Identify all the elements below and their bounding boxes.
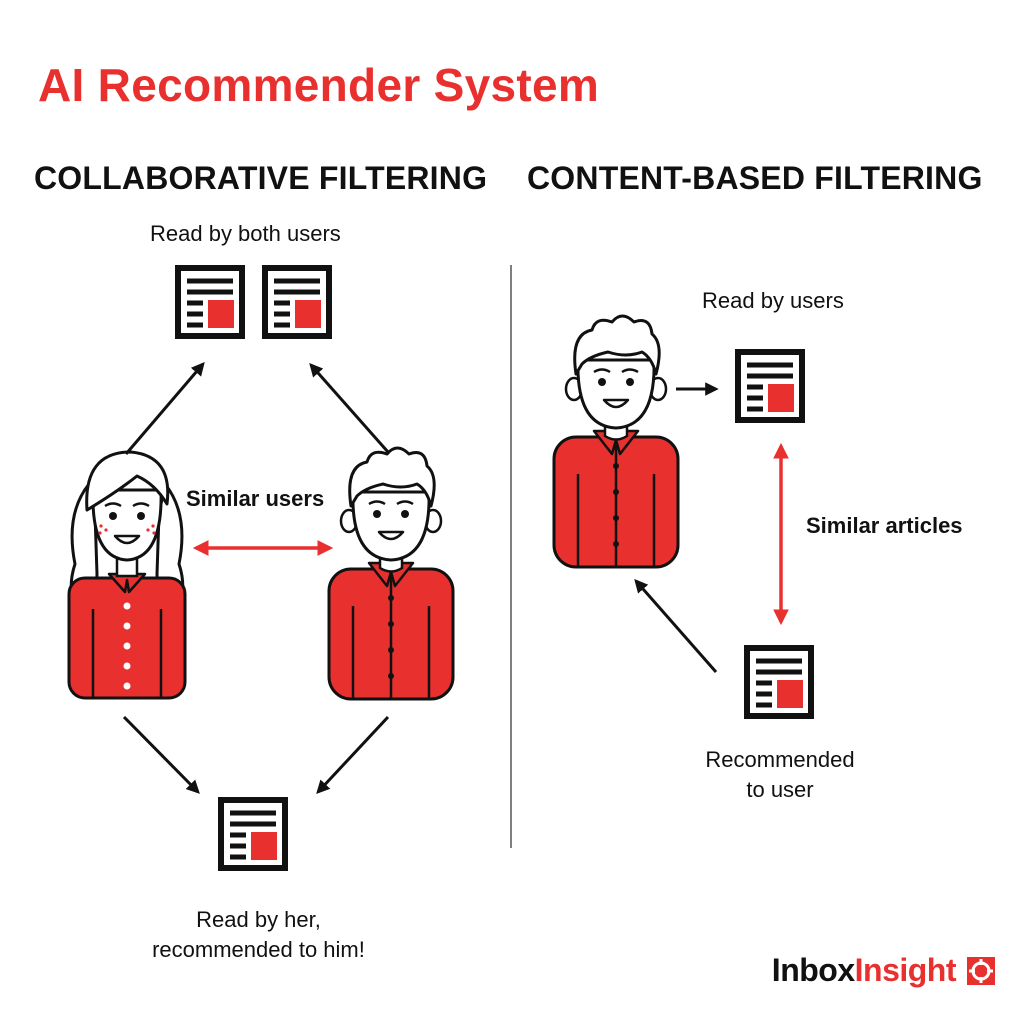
article-icon-read	[738, 352, 802, 420]
arrow-article-to-man	[316, 715, 390, 794]
article-icon-shared-2	[265, 268, 329, 336]
logo-wordmark: InboxInsight	[771, 952, 957, 988]
arrow-woman-to-shared	[124, 361, 205, 455]
similar-users-label: Similar users	[186, 486, 325, 511]
read-by-her-label: Read by her, recommended to him!	[152, 907, 365, 962]
read-by-users-label: Read by users	[702, 288, 844, 313]
inbox-insight-logo: InboxInsight	[772, 952, 996, 989]
article-icon-recommended	[747, 648, 811, 716]
man-user-icon	[327, 446, 455, 701]
arrow-article-to-user	[634, 578, 718, 673]
logo-mark-icon	[967, 956, 995, 985]
article-icon-recommended-him	[221, 800, 285, 868]
arrow-man-to-shared	[309, 362, 390, 453]
collaborative-filtering-heading: COLLABORATIVE FILTERING	[34, 160, 488, 196]
content-based-filtering-heading: CONTENT-BASED FILTERING	[527, 160, 983, 196]
recommended-to-user-label: Recommended to user	[705, 747, 855, 802]
article-icon-shared-1	[178, 268, 242, 336]
read-by-both-label: Read by both users	[150, 221, 341, 246]
woman-user-icon	[67, 450, 187, 700]
arrow-woman-to-article	[122, 715, 200, 794]
similar-articles-label: Similar articles	[806, 513, 963, 538]
user-icon	[552, 314, 680, 569]
page-title: AI Recommender System	[38, 59, 600, 111]
